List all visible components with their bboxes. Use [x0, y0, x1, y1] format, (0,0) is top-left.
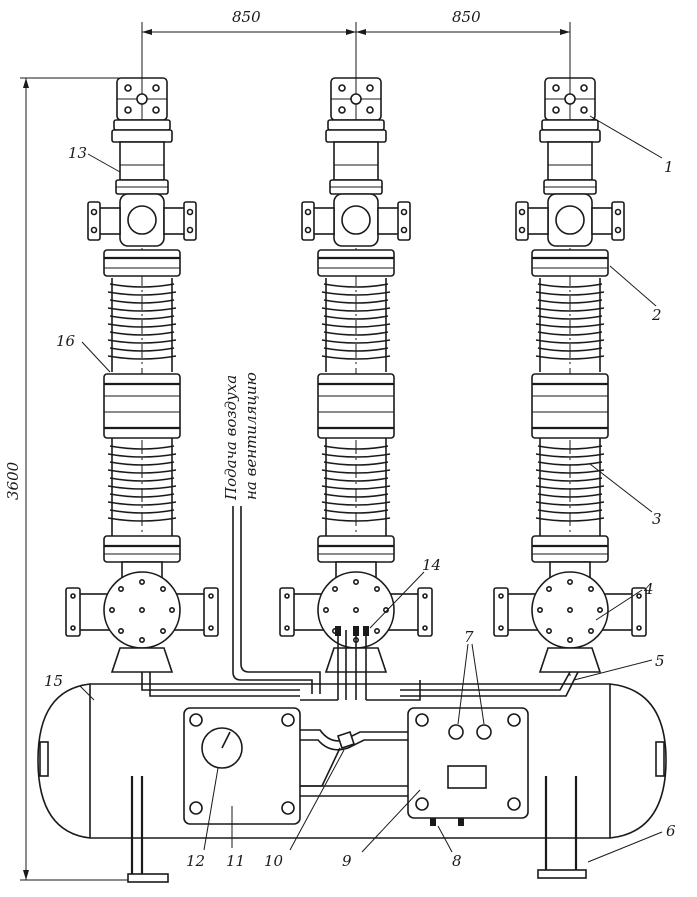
interconnect-pipes	[300, 729, 408, 797]
dimension-lines	[20, 22, 571, 881]
callout-4: 4	[643, 580, 654, 598]
dim-spacing-left: 850	[232, 8, 261, 26]
callout-12: 12	[186, 852, 205, 870]
control-cabinet-right	[407, 707, 529, 826]
callout-3: 3	[652, 510, 662, 528]
callout-6: 6	[666, 822, 676, 840]
callout-16: 16	[56, 332, 76, 350]
air-supply-note: Подача воздуха на вентиляцию	[222, 372, 260, 501]
note-line-1: Подача воздуха	[222, 375, 240, 501]
callout-11: 11	[226, 852, 245, 870]
pole-middle	[278, 76, 434, 674]
dim-height: 3600	[4, 461, 22, 500]
callout-8: 8	[452, 852, 462, 870]
callout-15: 15	[44, 672, 63, 690]
note-line-2: на вентиляцию	[242, 372, 260, 500]
pole-right	[492, 76, 648, 674]
callout-10: 10	[264, 852, 284, 870]
pole-left	[64, 76, 220, 674]
control-cabinet-left	[183, 707, 301, 825]
callout-1: 1	[664, 158, 674, 176]
callout-5: 5	[655, 652, 665, 670]
callout-7: 7	[464, 628, 474, 646]
dim-spacing-right: 850	[452, 8, 481, 26]
callout-13: 13	[68, 144, 87, 162]
callout-14: 14	[422, 556, 441, 574]
air-supply-pipe	[232, 506, 321, 694]
leader-lines	[79, 115, 663, 863]
callout-9: 9	[342, 852, 352, 870]
support-legs	[127, 776, 587, 883]
callout-2: 2	[651, 306, 662, 324]
